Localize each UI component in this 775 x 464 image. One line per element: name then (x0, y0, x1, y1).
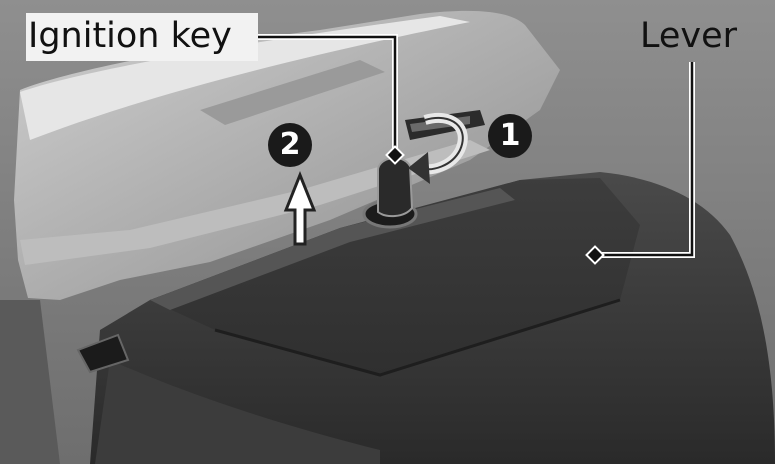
rotation-arrow-head (408, 152, 430, 184)
box-lid (150, 178, 640, 375)
step-two-badge: 2 (268, 123, 312, 167)
lever-leader-dot (585, 245, 605, 265)
ignition-key (377, 156, 414, 218)
panel-recess (200, 60, 385, 125)
box-front-curve (95, 360, 380, 464)
ignition-key-label-box (26, 13, 258, 61)
lid-top-strip (150, 188, 515, 310)
lid-hinge-line (214, 298, 621, 377)
ignition-key-leader-core (258, 35, 397, 155)
left-shadow (0, 300, 60, 464)
step-one-badge: 1 (488, 114, 532, 158)
rotation-arrow-outline (419, 117, 464, 171)
panel-edge (20, 140, 490, 265)
box-handle-recess (76, 333, 130, 374)
up-arrow-icon (283, 170, 317, 246)
lever-leader-core (598, 62, 694, 257)
ignition-key-label: Ignition key (28, 16, 232, 56)
lever-label: Lever (640, 16, 738, 56)
panel-highlight (20, 16, 470, 140)
ignition-key-leader-dot (385, 145, 405, 165)
